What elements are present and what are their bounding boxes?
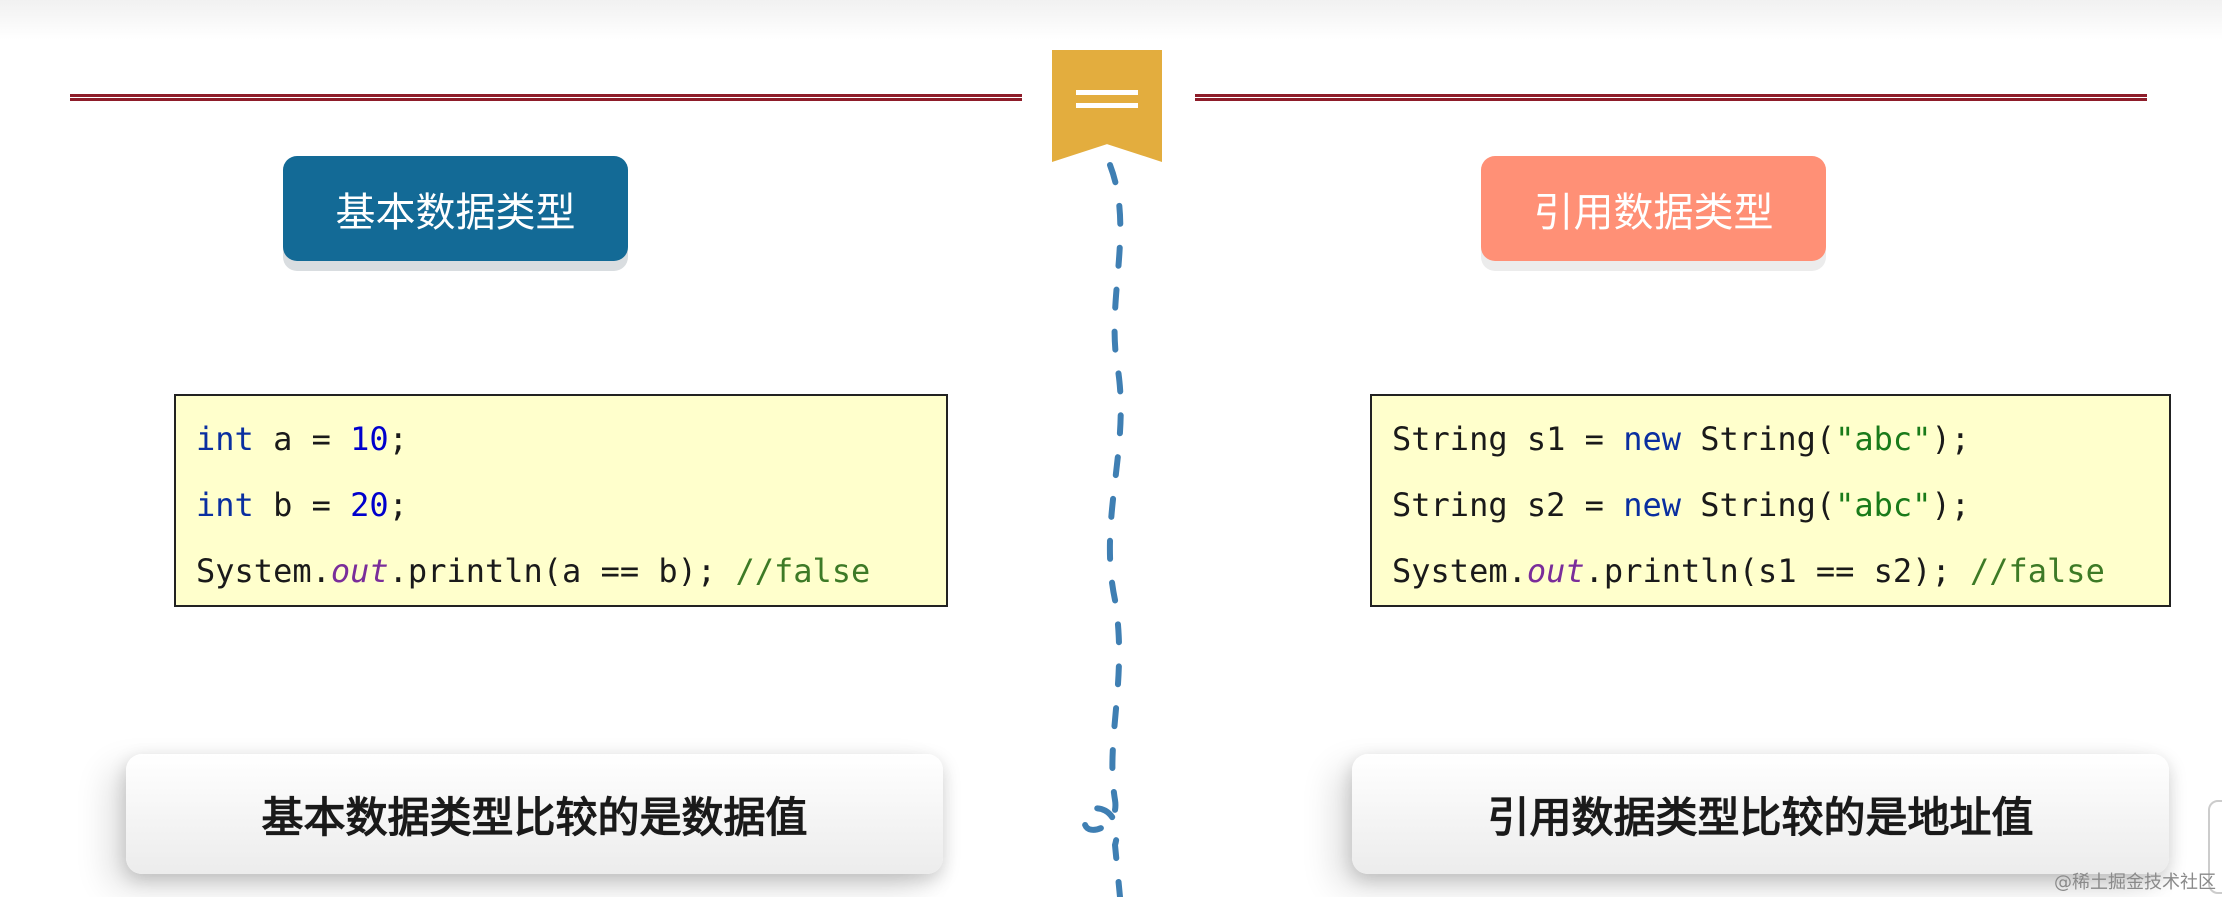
code-text: System. (196, 552, 331, 590)
reference-summary-card: 引用数据类型比较的是地址值 (1352, 754, 2169, 874)
code-string: "abc" (1835, 486, 1932, 524)
code-text: .println(s1 == s2); (1584, 552, 1970, 590)
code-line: String s1 = new String("abc"); (1392, 416, 2169, 482)
code-text: ; (388, 486, 408, 524)
code-line: int a = 10; (196, 416, 946, 482)
code-number: 10 (350, 420, 389, 458)
code-line: String s2 = new String("abc"); (1392, 482, 2169, 548)
code-line: System.out.println(s1 == s2); //false (1392, 548, 2169, 614)
code-text: a = (253, 420, 351, 458)
code-text: String( (1680, 420, 1836, 458)
code-comment: //false (735, 552, 871, 590)
ribbon-stripe (1076, 103, 1138, 108)
code-text: String s1 = (1392, 420, 1624, 458)
watermark: @稀土掘金技术社区 (2054, 872, 2216, 893)
code-text: System. (1392, 552, 1527, 590)
primitive-summary-card: 基本数据类型比较的是数据值 (126, 754, 943, 874)
code-block-primitive: int a = 10; int b = 20; System.out.print… (174, 394, 948, 607)
basic-type-heading: 基本数据类型 (283, 156, 628, 261)
code-string: "abc" (1835, 420, 1932, 458)
code-keyword: int (196, 420, 254, 458)
code-keyword: new (1623, 486, 1681, 524)
reference-type-heading: 引用数据类型 (1481, 156, 1826, 261)
ribbon-stripe (1076, 90, 1138, 95)
code-text: String s2 = (1392, 486, 1624, 524)
code-text: .println(a == b); (388, 552, 736, 590)
code-block-reference: String s1 = new String("abc"); String s2… (1370, 394, 2171, 607)
code-comment: //false (1969, 552, 2105, 590)
top-band (0, 0, 2222, 40)
side-panel-tab[interactable] (2208, 800, 2222, 894)
code-text: String( (1680, 486, 1836, 524)
code-keyword: int (196, 486, 254, 524)
divider-rule-right (1195, 94, 2147, 101)
code-keyword: new (1623, 420, 1681, 458)
code-text: ; (388, 420, 408, 458)
code-text: b = (253, 486, 351, 524)
code-text: ); (1931, 420, 1970, 458)
code-line: System.out.println(a == b); //false (196, 548, 946, 614)
divider-rule-left (70, 94, 1022, 101)
code-number: 20 (350, 486, 389, 524)
bookmark-ribbon-icon (1052, 50, 1162, 162)
code-field: out (1526, 552, 1585, 590)
code-text: ); (1931, 486, 1970, 524)
code-line: int b = 20; (196, 482, 946, 548)
code-field: out (330, 552, 389, 590)
